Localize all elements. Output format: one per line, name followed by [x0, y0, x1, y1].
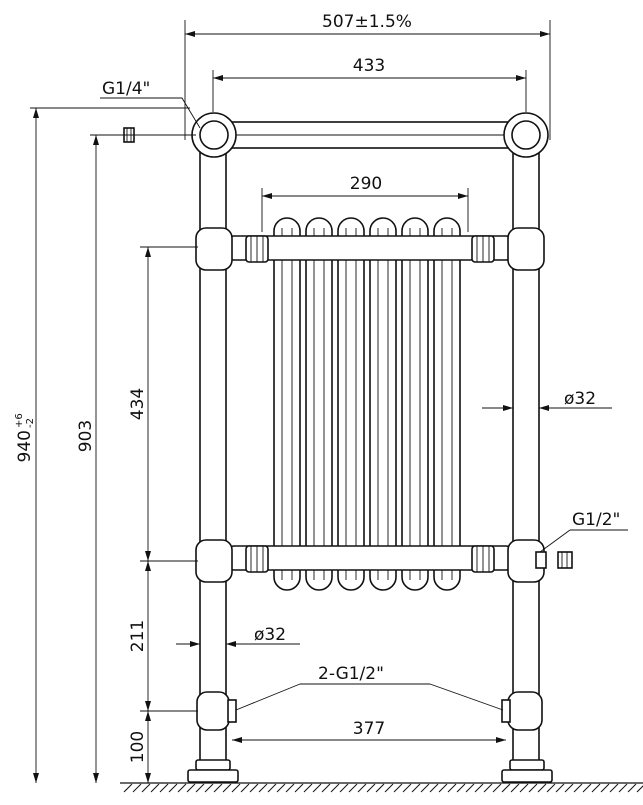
bottom-header: [227, 545, 513, 571]
top-right-joint: [471, 227, 545, 271]
right-foot: [501, 759, 553, 783]
floor: [120, 782, 643, 793]
side-plug-icon: [535, 551, 573, 569]
dim-center-height: 903: [76, 420, 96, 452]
dim-column-height: 434: [128, 388, 148, 420]
top-left-joint: [195, 227, 269, 271]
dim-overall-width: 507±1.5%: [322, 12, 412, 32]
dim-overall-height-tol-lower: -2: [25, 418, 36, 428]
dim-valve-spacing: 377: [353, 719, 385, 739]
dim-overall-height-tol-upper: +6: [14, 413, 25, 428]
left-foot: [187, 759, 239, 783]
top-header: [227, 235, 513, 261]
dim-pipe-centers: 433: [353, 56, 385, 76]
radiator-column: [401, 217, 429, 591]
left-valve: [196, 691, 237, 731]
radiator-column: [305, 217, 333, 591]
radiator-columns: [273, 217, 461, 591]
thread-right-side: G1/2": [572, 510, 620, 530]
dimension-lines: [30, 20, 628, 783]
dim-bottom-offset: 211: [128, 620, 148, 652]
dim-overall-height-main: 940: [15, 430, 35, 462]
thread-top-left: G1/4": [102, 79, 150, 99]
dim-pipe-diameter-right: ø32: [564, 389, 596, 409]
radiator-column: [273, 217, 301, 591]
dim-overall-height: 940 +6 -2: [14, 413, 36, 462]
right-valve: [501, 691, 543, 731]
thread-bottom-pair: 2-G1/2": [318, 664, 384, 684]
bottom-left-joint: [195, 539, 269, 583]
top-towel-rail: [191, 112, 549, 158]
dim-foot-height: 100: [128, 731, 148, 763]
dim-radiator-width: 290: [350, 174, 382, 194]
bottom-right-joint: [471, 539, 545, 583]
radiator-column: [433, 217, 461, 591]
radiator-column: [369, 217, 397, 591]
dim-pipe-diameter-left: ø32: [254, 625, 286, 645]
radiator-column: [337, 217, 365, 591]
